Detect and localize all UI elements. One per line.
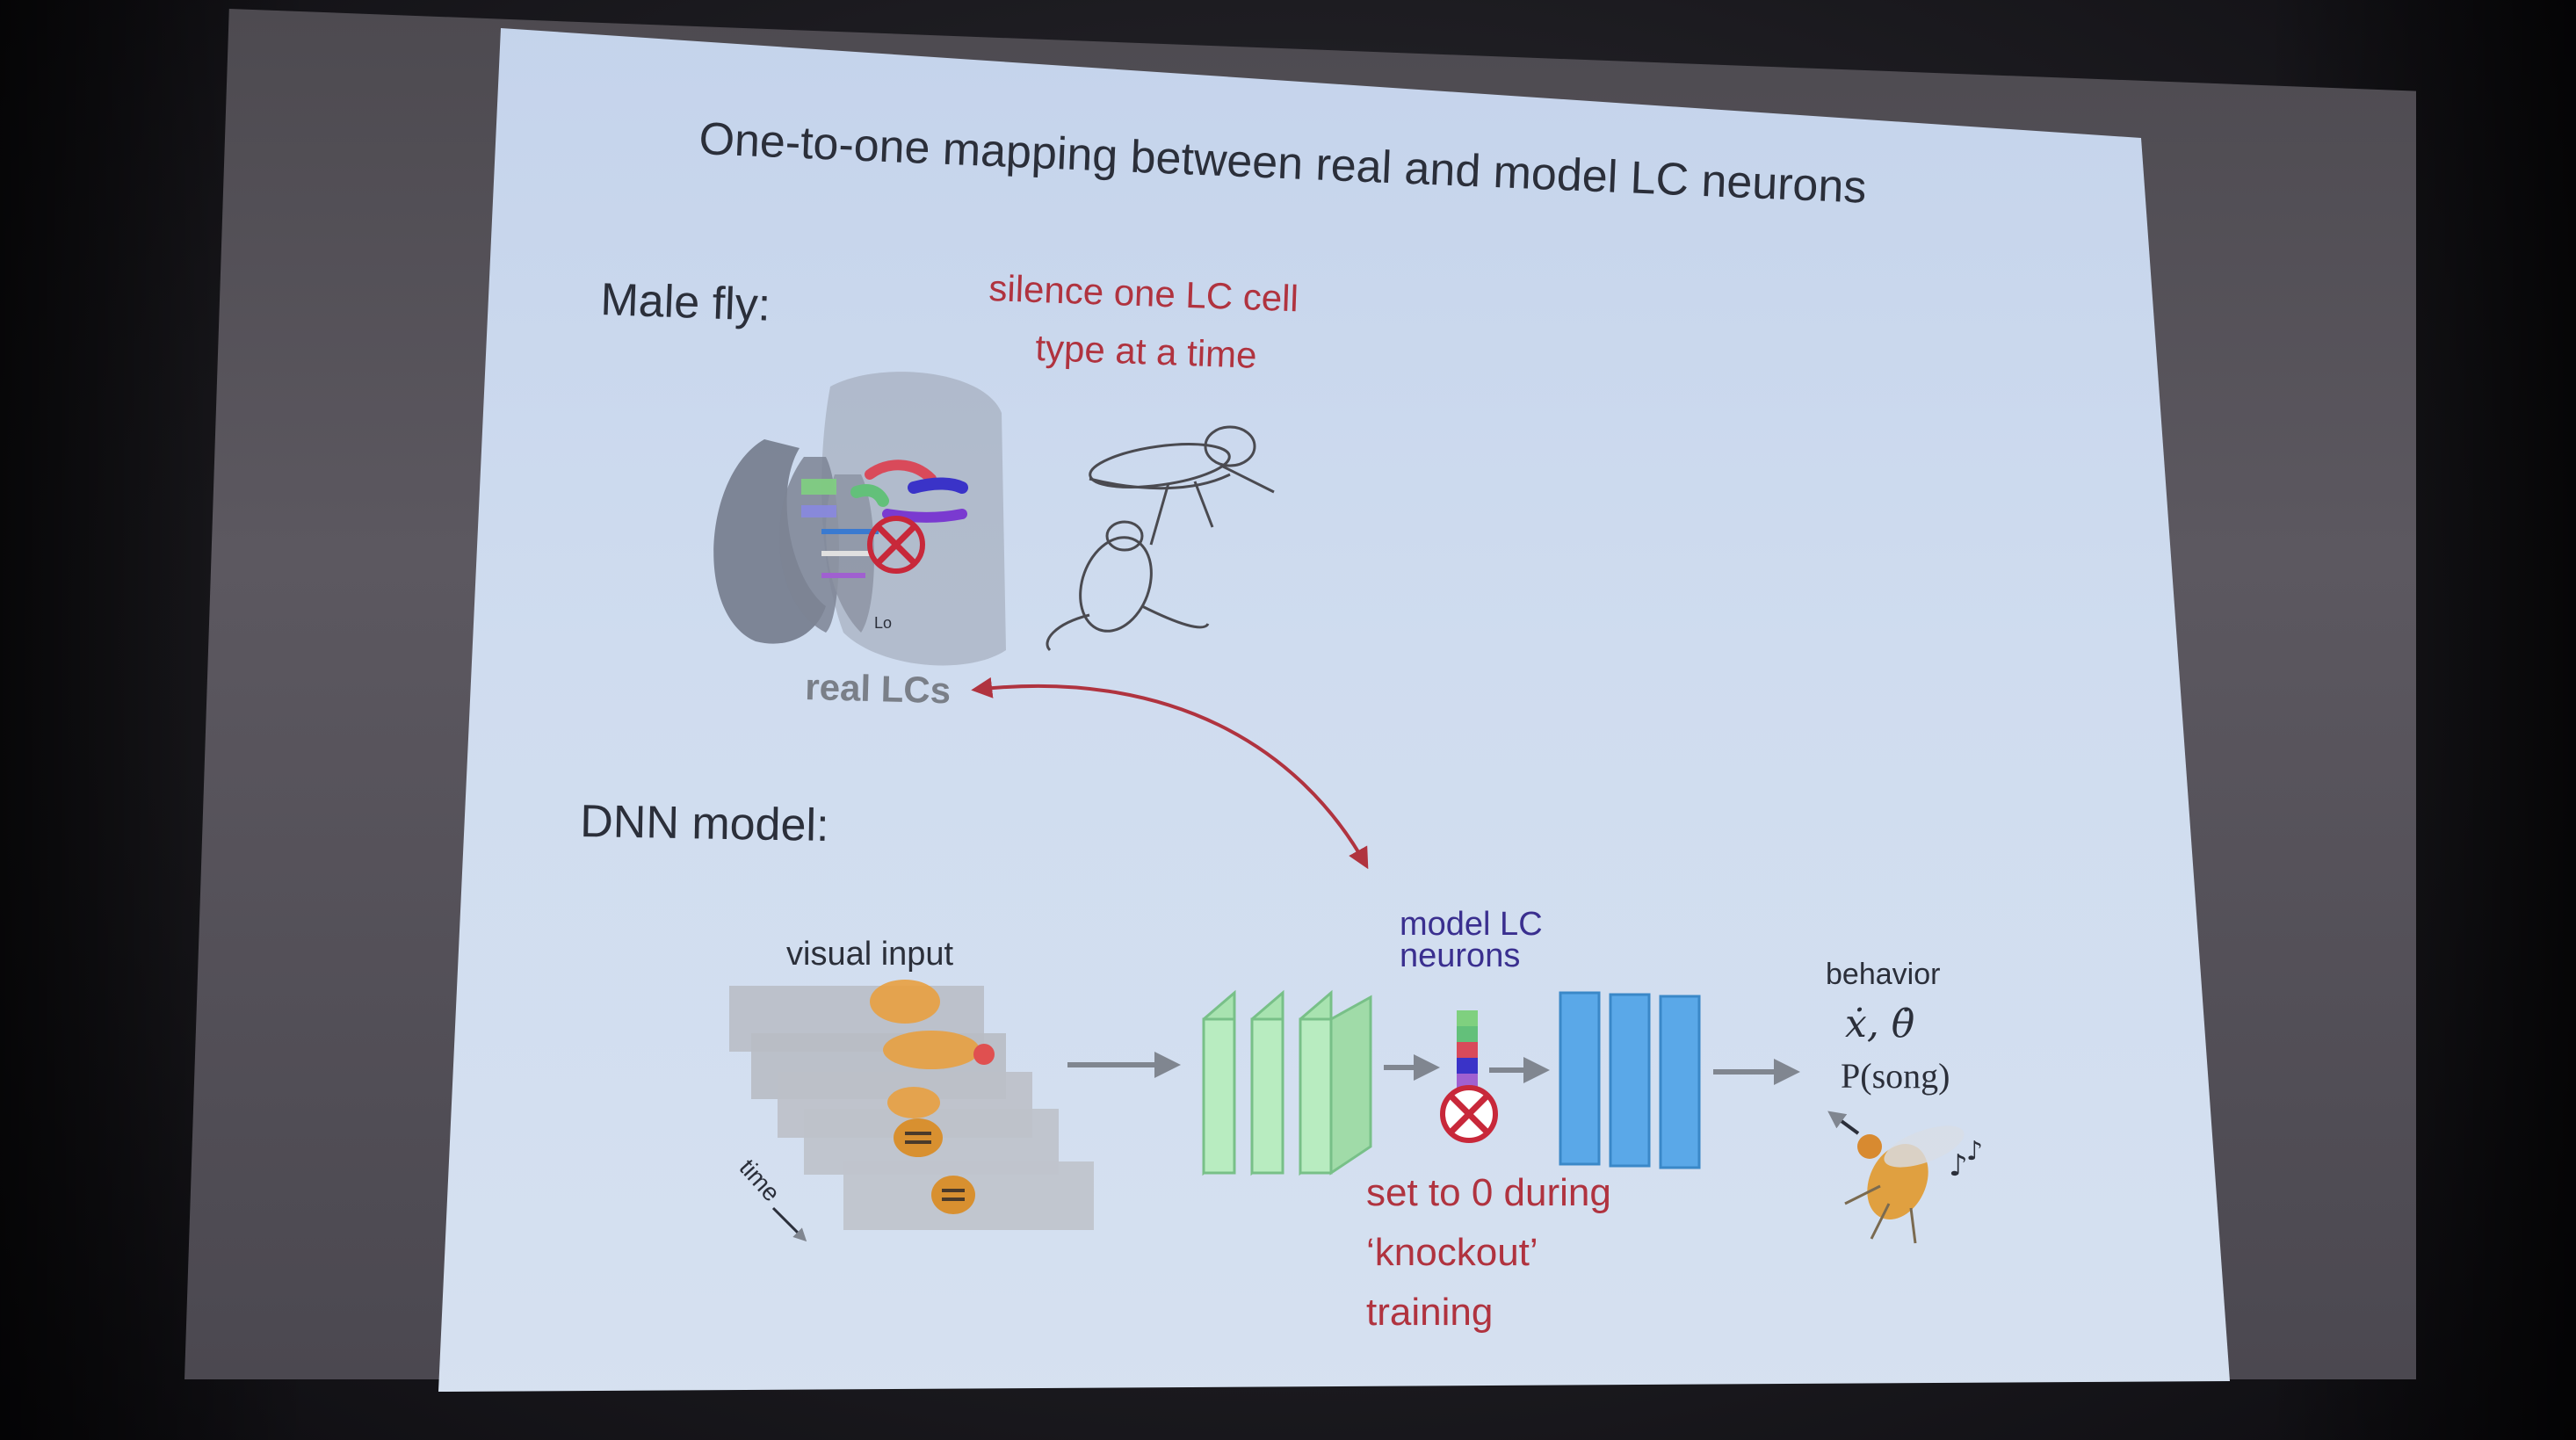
dense-layers xyxy=(1559,991,1701,1169)
male-fly-label: Male fly: xyxy=(600,274,772,331)
lo-label: Lo xyxy=(874,614,892,632)
mapping-arrow xyxy=(971,677,1369,870)
svg-text:♪: ♪ xyxy=(1949,1148,1968,1183)
behavior-label: behavior xyxy=(1826,958,1940,991)
model-lc-neuron-column xyxy=(1440,1010,1498,1143)
visual-input-frames xyxy=(729,980,1094,1230)
real-lcs-label: real LCs xyxy=(805,666,952,711)
fly-brain-illustration: Lo xyxy=(713,372,1006,666)
model-lc-line-1: model LC xyxy=(1400,906,1543,943)
time-label: time xyxy=(734,1154,785,1206)
dnn-model-label: DNN model: xyxy=(580,796,829,851)
slide-title: One-to-one mapping between real and mode… xyxy=(698,113,1867,213)
visual-input-label: visual input xyxy=(786,936,954,973)
silence-line-1: silence one LC cell xyxy=(988,267,1299,319)
courting-flies-illustration xyxy=(1046,425,1275,652)
knockout-line-3: training xyxy=(1366,1291,1493,1334)
knockout-line-1: set to 0 during xyxy=(1366,1171,1611,1214)
knockout-line-2: ‘knockout’ xyxy=(1366,1231,1538,1274)
svg-text:♪: ♪ xyxy=(1966,1136,1983,1167)
silence-line-2: type at a time xyxy=(1035,327,1258,376)
singing-fly-illustration: ♪ ♪ xyxy=(1827,1111,1983,1244)
behavior-song: P(song) xyxy=(1841,1056,1950,1096)
behavior-vars: ẋ, θ̇ xyxy=(1845,1002,1914,1046)
model-lc-line-2: neurons xyxy=(1400,937,1520,974)
time-axis: time xyxy=(734,1154,807,1242)
conv-layers xyxy=(1202,989,1372,1176)
